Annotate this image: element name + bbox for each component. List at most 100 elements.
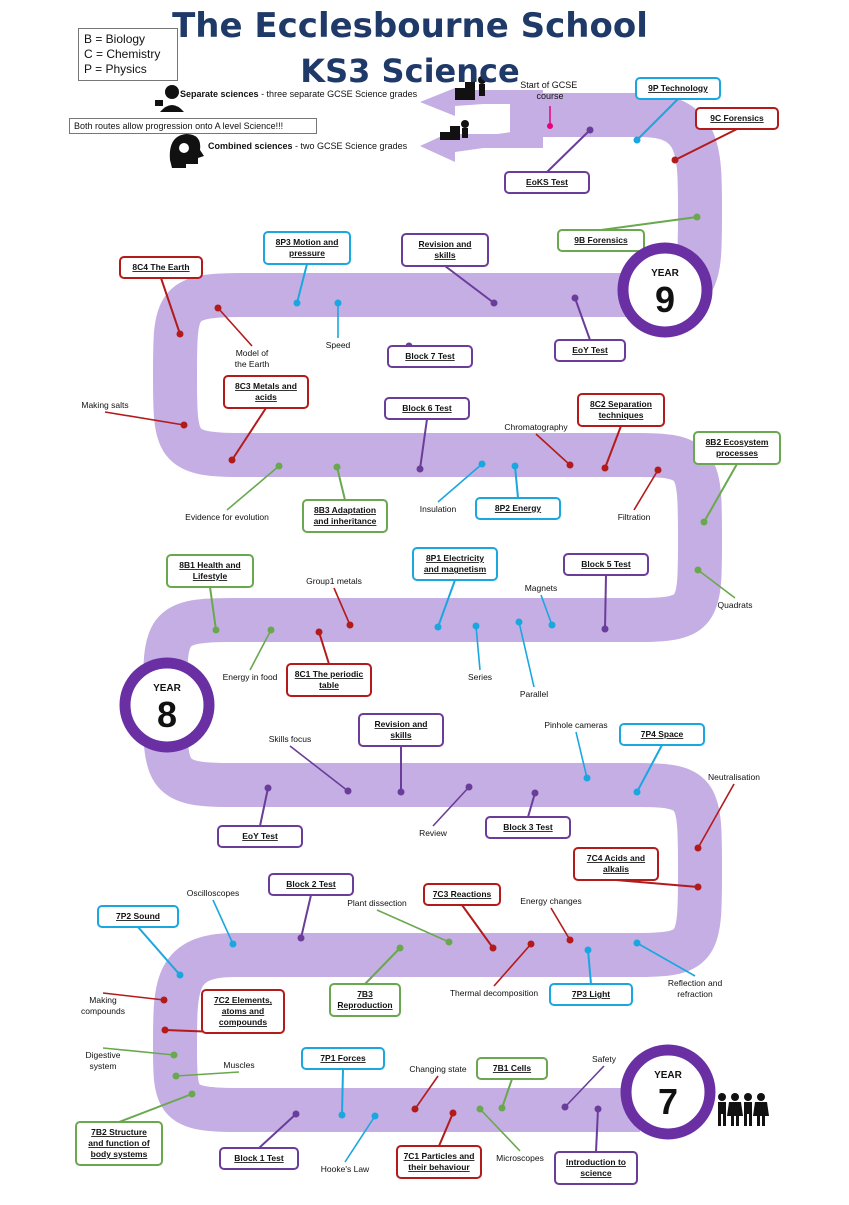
unit-box — [563, 553, 649, 576]
unit-connector — [461, 904, 494, 949]
unit-connector — [703, 463, 738, 523]
unit-box — [573, 847, 659, 881]
topic-label: Energy changes — [520, 896, 581, 906]
unit-marker-dot — [264, 784, 272, 792]
topic-label-line: Neutralisation — [708, 772, 760, 782]
topic-marker-dot — [566, 461, 574, 469]
unit-label: Block 6 Test — [402, 403, 452, 413]
unit-label: Block 5 Test — [581, 559, 631, 569]
topic-label-line: Group1 metals — [306, 576, 362, 586]
topic-marker-dot — [267, 626, 275, 634]
topic-label-line: Making — [89, 995, 117, 1005]
unit-box — [412, 547, 498, 581]
topic-marker-dot — [170, 1051, 178, 1059]
unit-marker-dot — [176, 330, 184, 338]
unit-label-line: Introduction to — [566, 1157, 626, 1167]
unit-label: 7B1 Cells — [493, 1063, 532, 1073]
unit-label-line: 7C3 Reactions — [433, 889, 492, 899]
topic-label-line: Chromatography — [504, 422, 568, 432]
topic-marker-dot — [566, 936, 574, 944]
year-badge-number: 8 — [157, 694, 177, 735]
topic-label: Pinhole cameras — [544, 720, 607, 730]
unit-marker-dot — [700, 518, 708, 526]
unit-label-line: Block 5 Test — [581, 559, 631, 569]
topic-label-line: Evidence for evolution — [185, 512, 269, 522]
topic-connector — [376, 909, 450, 943]
unit-label-line: skills — [390, 730, 412, 740]
unit-label: 7P3 Light — [572, 989, 610, 999]
topic-label-line: Plant dissection — [347, 898, 407, 908]
topic-connector — [540, 594, 553, 626]
unit-label-line: Block 7 Test — [405, 351, 455, 361]
unit-label-line: pressure — [289, 248, 325, 258]
unit-box — [219, 1147, 299, 1170]
route-arrow-shaft — [453, 90, 543, 104]
unit-box — [635, 77, 721, 100]
topic-connector — [636, 942, 696, 977]
unit-label: 9C Forensics — [710, 113, 764, 123]
topic-marker-dot — [334, 299, 342, 307]
unit-marker-dot — [586, 126, 594, 134]
topic-connector — [432, 786, 470, 827]
topic-label-line: Speed — [326, 340, 351, 350]
unit-label-line: Block 3 Test — [503, 822, 553, 832]
topic-label: Evidence for evolution — [185, 512, 269, 522]
topic-label-line: Energy in food — [223, 672, 278, 682]
topic-label-line: Hooke's Law — [321, 1164, 370, 1174]
topic-label: Series — [468, 672, 492, 682]
topic-connector — [564, 1065, 605, 1108]
unit-connector — [318, 631, 330, 665]
unit-box — [223, 375, 309, 409]
topic-label-line: Magnets — [525, 583, 558, 593]
unit-connector — [231, 407, 267, 461]
topic-connector — [217, 307, 253, 347]
unit-marker-dot — [338, 1111, 346, 1119]
unit-connector — [296, 263, 308, 304]
topic-connector — [226, 465, 280, 511]
unit-connector — [444, 265, 495, 304]
topic-label-line: Energy changes — [520, 896, 581, 906]
students-icon — [718, 1093, 769, 1126]
unit-label-line: EoY Test — [242, 831, 278, 841]
gcse-start-label: Start of GCSE course — [520, 80, 580, 101]
topic-label: Microscopes — [496, 1153, 544, 1163]
separate-science-person-icon — [155, 85, 184, 112]
unit-marker-dot — [671, 156, 679, 164]
unit-label-line: compounds — [219, 1017, 267, 1027]
unit-label-line: 8B3 Adaptation — [314, 505, 376, 515]
year-badge — [617, 242, 713, 338]
unit-box — [201, 989, 285, 1034]
unit-label: 7P2 Sound — [116, 911, 160, 921]
unit-label-line: techniques — [599, 410, 644, 420]
unit-label: 8P2 Energy — [495, 503, 542, 513]
unit-label-line: 7P1 Forces — [320, 1053, 366, 1063]
combined-sciences-title: Combined sciences — [208, 141, 293, 151]
topic-connector — [697, 783, 735, 849]
topic-marker-dot — [561, 1103, 569, 1111]
both-routes-note: Both routes allow progression onto A lev… — [69, 118, 317, 134]
unit-label-line: 7B1 Cells — [493, 1063, 532, 1073]
topic-marker-dot — [548, 621, 556, 629]
unit-marker-dot — [176, 971, 184, 979]
unit-connector — [137, 926, 181, 976]
topic-connector — [550, 907, 571, 941]
year-badge-number: 9 — [655, 279, 675, 320]
topic-marker-dot — [478, 460, 486, 468]
unit-label-line: acids — [255, 392, 277, 402]
topic-marker-dot — [515, 618, 523, 626]
unit-label-line: and magnetism — [424, 564, 487, 574]
unit-marker-dot — [571, 294, 579, 302]
topic-label-line: Review — [419, 828, 448, 838]
unit-connector — [615, 879, 699, 888]
topic-label-line: Filtration — [618, 512, 651, 522]
unit-box — [554, 1151, 638, 1185]
year-badge — [620, 1044, 716, 1140]
year-badge-label: YEAR — [651, 268, 680, 279]
unit-connector — [514, 465, 519, 499]
